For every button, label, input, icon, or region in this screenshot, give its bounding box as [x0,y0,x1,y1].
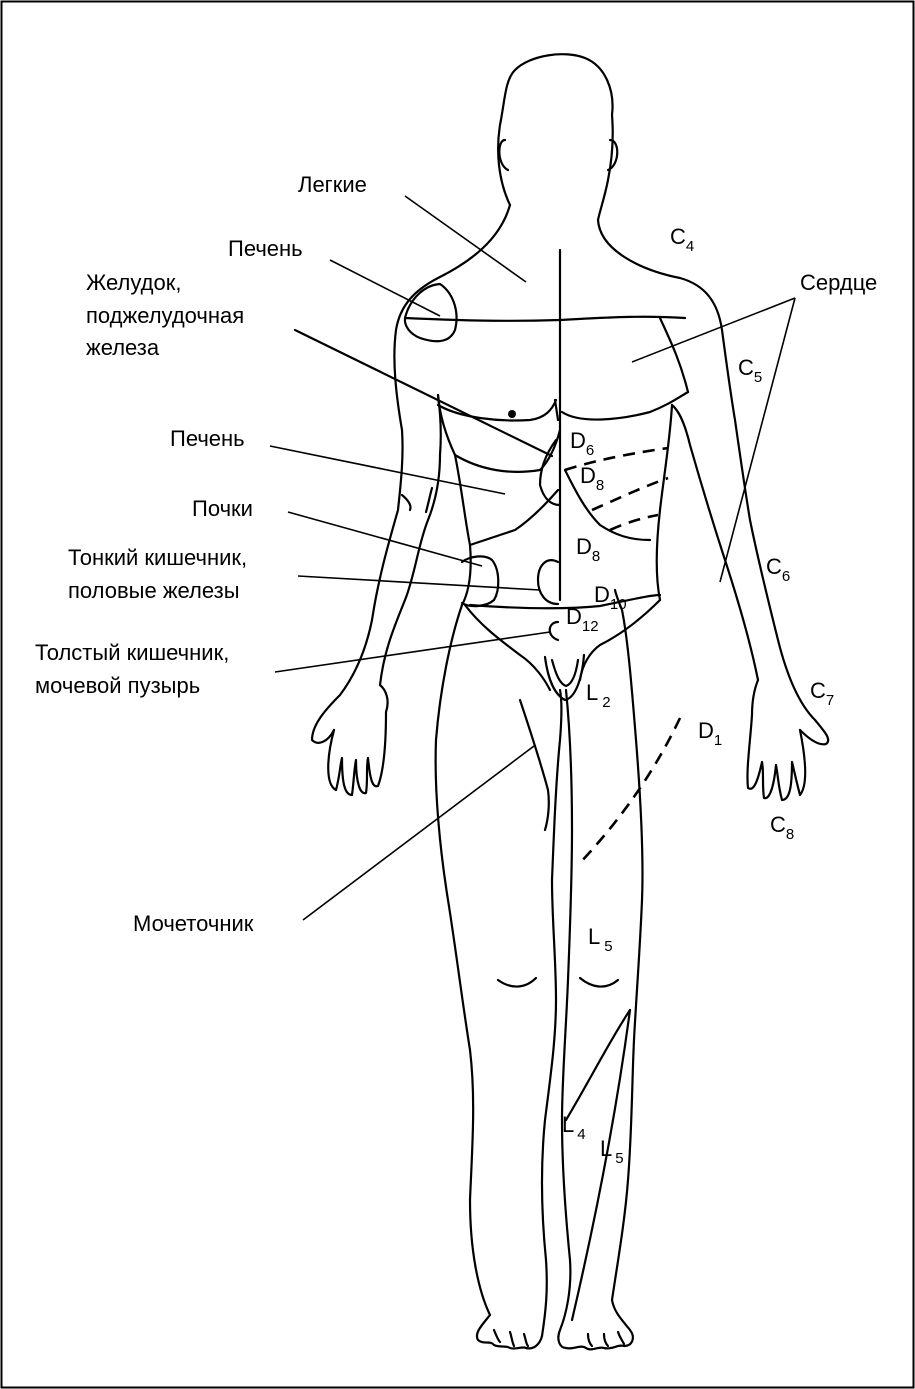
label-large-intestine-2: мочевой пузырь [35,673,200,698]
label-stomach-1: Желудок, [86,270,181,295]
label-liver-lower: Печень [170,426,245,451]
label-stomach-3: железа [86,335,160,360]
label-heart: Сердце [800,270,877,295]
label-small-intestine-2: половые железы [68,578,240,603]
label-kidneys: Почки [192,496,253,521]
label-small-intestine-1: Тонкий кишечник, [68,545,247,570]
label-liver-upper: Печень [228,236,303,261]
label-stomach-2: поджелудочная [86,303,244,328]
label-large-intestine-1: Толстый кишечник, [35,640,229,665]
label-ureter: Мочеточник [133,911,254,936]
nipple-dot [508,410,516,418]
label-lungs: Легкие [298,172,367,197]
